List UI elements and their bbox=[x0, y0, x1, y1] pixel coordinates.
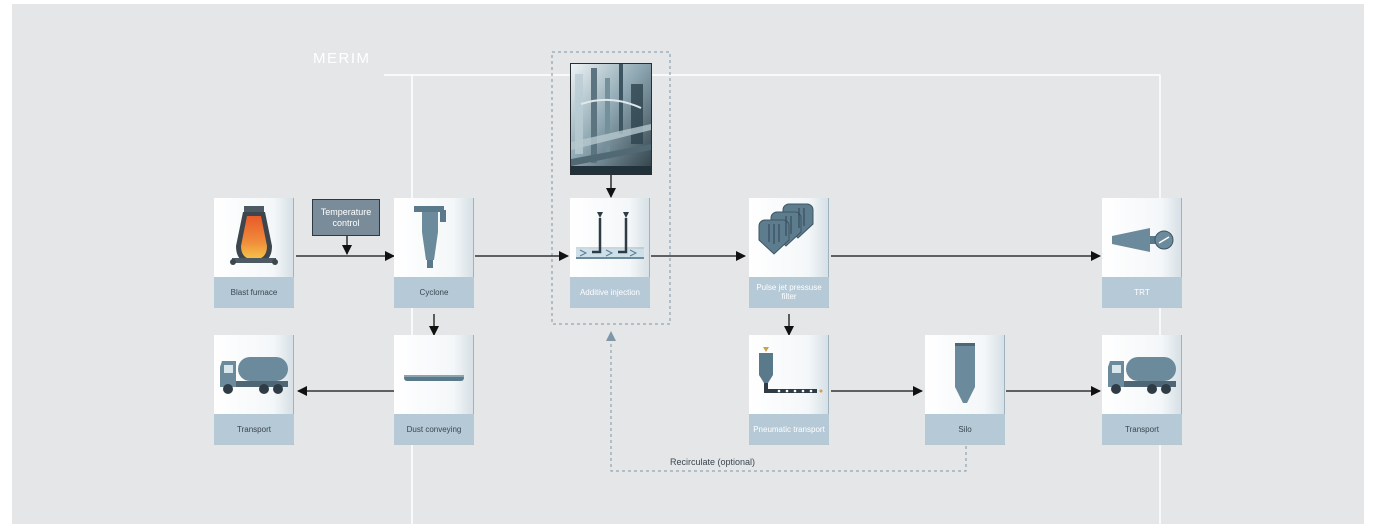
temperature-control-box: Temperature control bbox=[312, 199, 380, 236]
tanker-truck-icon bbox=[1108, 357, 1176, 394]
node-blast-furnace: Blast furnace bbox=[214, 198, 294, 308]
diagram-canvas: MERIM Temperature control bbox=[12, 4, 1364, 524]
additive-injection-label: Additive injection bbox=[570, 277, 650, 307]
silo-label: Silo bbox=[925, 414, 1005, 444]
pulse-jet-filter-label: Pulse jet pressuse filter bbox=[749, 277, 829, 307]
silo-icon bbox=[955, 343, 975, 403]
blast-furnace-label: Blast furnace bbox=[214, 277, 294, 307]
cyclone-icon bbox=[414, 206, 446, 268]
pneumatic-transport-label: Pneumatic transport bbox=[749, 414, 829, 444]
injection-icon bbox=[576, 212, 644, 259]
node-silo: Silo bbox=[925, 335, 1005, 445]
transport-left-label: Transport bbox=[214, 414, 294, 444]
filter-icon bbox=[758, 203, 814, 255]
conveyor-icon bbox=[404, 375, 464, 381]
node-cyclone: Cyclone bbox=[394, 198, 474, 308]
turbine-icon bbox=[1112, 228, 1174, 252]
node-trt: TRT bbox=[1102, 198, 1182, 308]
tanker-truck-icon bbox=[220, 357, 288, 394]
trt-label: TRT bbox=[1102, 277, 1182, 307]
node-additive-injection: Additive injection bbox=[570, 198, 650, 308]
pneumatic-icon bbox=[759, 347, 823, 393]
transport-right-label: Transport bbox=[1102, 414, 1182, 444]
node-pulse-jet-filter: Pulse jet pressuse filter bbox=[749, 198, 829, 308]
node-transport-right: Transport bbox=[1102, 335, 1182, 445]
additive-group-box bbox=[551, 51, 671, 325]
merim-title: MERIM bbox=[313, 50, 371, 67]
node-transport-left: Transport bbox=[214, 335, 294, 445]
recirculate-label: Recirculate (optional) bbox=[670, 457, 756, 467]
plant-photo bbox=[570, 63, 652, 175]
recirculate-path bbox=[606, 331, 967, 472]
blast-furnace-icon bbox=[230, 206, 278, 265]
node-pneumatic-transport: Pneumatic transport bbox=[749, 335, 829, 445]
cyclone-label: Cyclone bbox=[394, 277, 474, 307]
node-dust-conveying: Dust conveying bbox=[394, 335, 474, 445]
dust-conveying-label: Dust conveying bbox=[394, 414, 474, 444]
